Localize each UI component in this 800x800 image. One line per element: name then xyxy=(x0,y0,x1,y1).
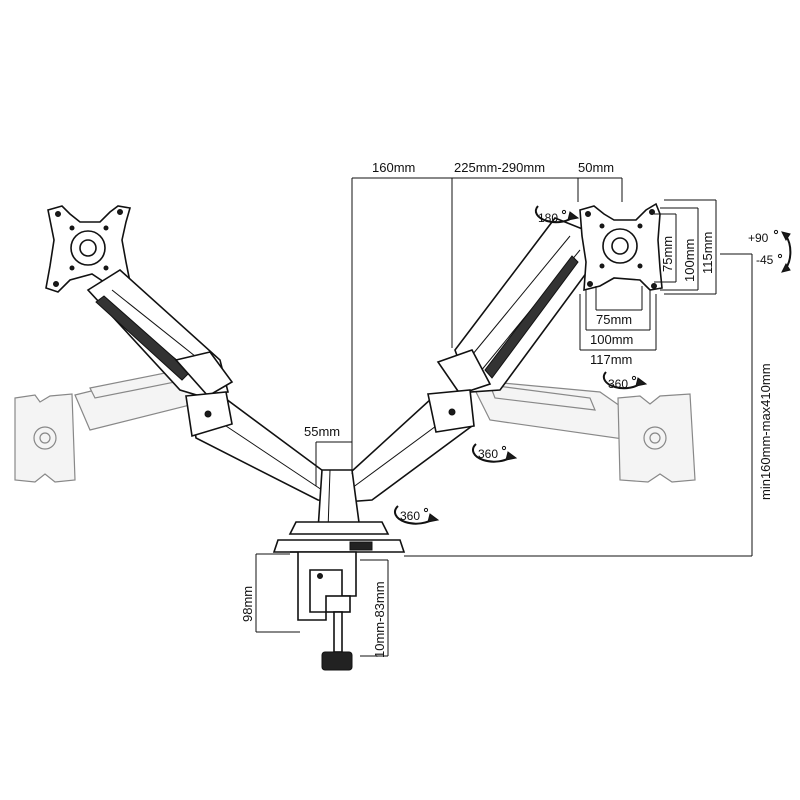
center-post xyxy=(288,469,390,535)
rotation-arrows xyxy=(394,205,792,525)
left-lower-arm xyxy=(185,391,339,503)
ghost-right-arm xyxy=(468,379,641,441)
base-clamp xyxy=(272,539,406,671)
dimension-lines xyxy=(255,177,753,657)
degree-mark xyxy=(777,253,783,259)
label-tilt-up: +90 xyxy=(748,231,769,245)
label-plate-height: 115mm xyxy=(700,232,715,274)
degree-mark xyxy=(631,375,637,381)
label-desk-thickness: 10mm-83mm xyxy=(372,581,387,658)
right-lower-arm xyxy=(339,389,475,503)
label-plate-width: 117mm xyxy=(590,352,632,367)
degree-mark xyxy=(501,445,507,451)
ghost-left-monitor-plate xyxy=(14,393,76,483)
degree-mark xyxy=(773,229,779,235)
label-vesa-75-horizontal: 75mm xyxy=(596,312,632,327)
label-vesa-75-vertical: 75mm xyxy=(660,236,675,272)
label-rotate-360-head: 360 xyxy=(608,377,628,391)
degree-mark xyxy=(423,507,429,513)
label-tilt-down: -45 xyxy=(756,253,774,267)
right-upper-arm xyxy=(436,217,591,395)
left-monitor-plate xyxy=(45,205,132,294)
label-vesa-100-vertical: 100mm xyxy=(682,239,697,282)
label-rotate-360-arm: 360 xyxy=(478,447,498,461)
ghost-right-monitor-plate xyxy=(617,393,696,483)
label-rotate-180: 180 xyxy=(538,211,558,225)
label-clamp-height: 98mm xyxy=(240,586,255,622)
label-arm-reach: 225mm-290mm xyxy=(454,160,545,175)
right-monitor-plate xyxy=(579,202,663,292)
degree-mark xyxy=(561,209,567,215)
label-arm-offset: 160mm xyxy=(372,160,415,175)
left-upper-arm xyxy=(86,269,234,398)
label-height-range: min160mm-max410mm xyxy=(758,363,773,500)
label-vesa-100-horizontal: 100mm xyxy=(590,332,633,347)
label-plate-offset: 50mm xyxy=(578,160,614,175)
label-column-width: 55mm xyxy=(304,424,340,439)
label-rotate-360-base: 360 xyxy=(400,509,420,523)
